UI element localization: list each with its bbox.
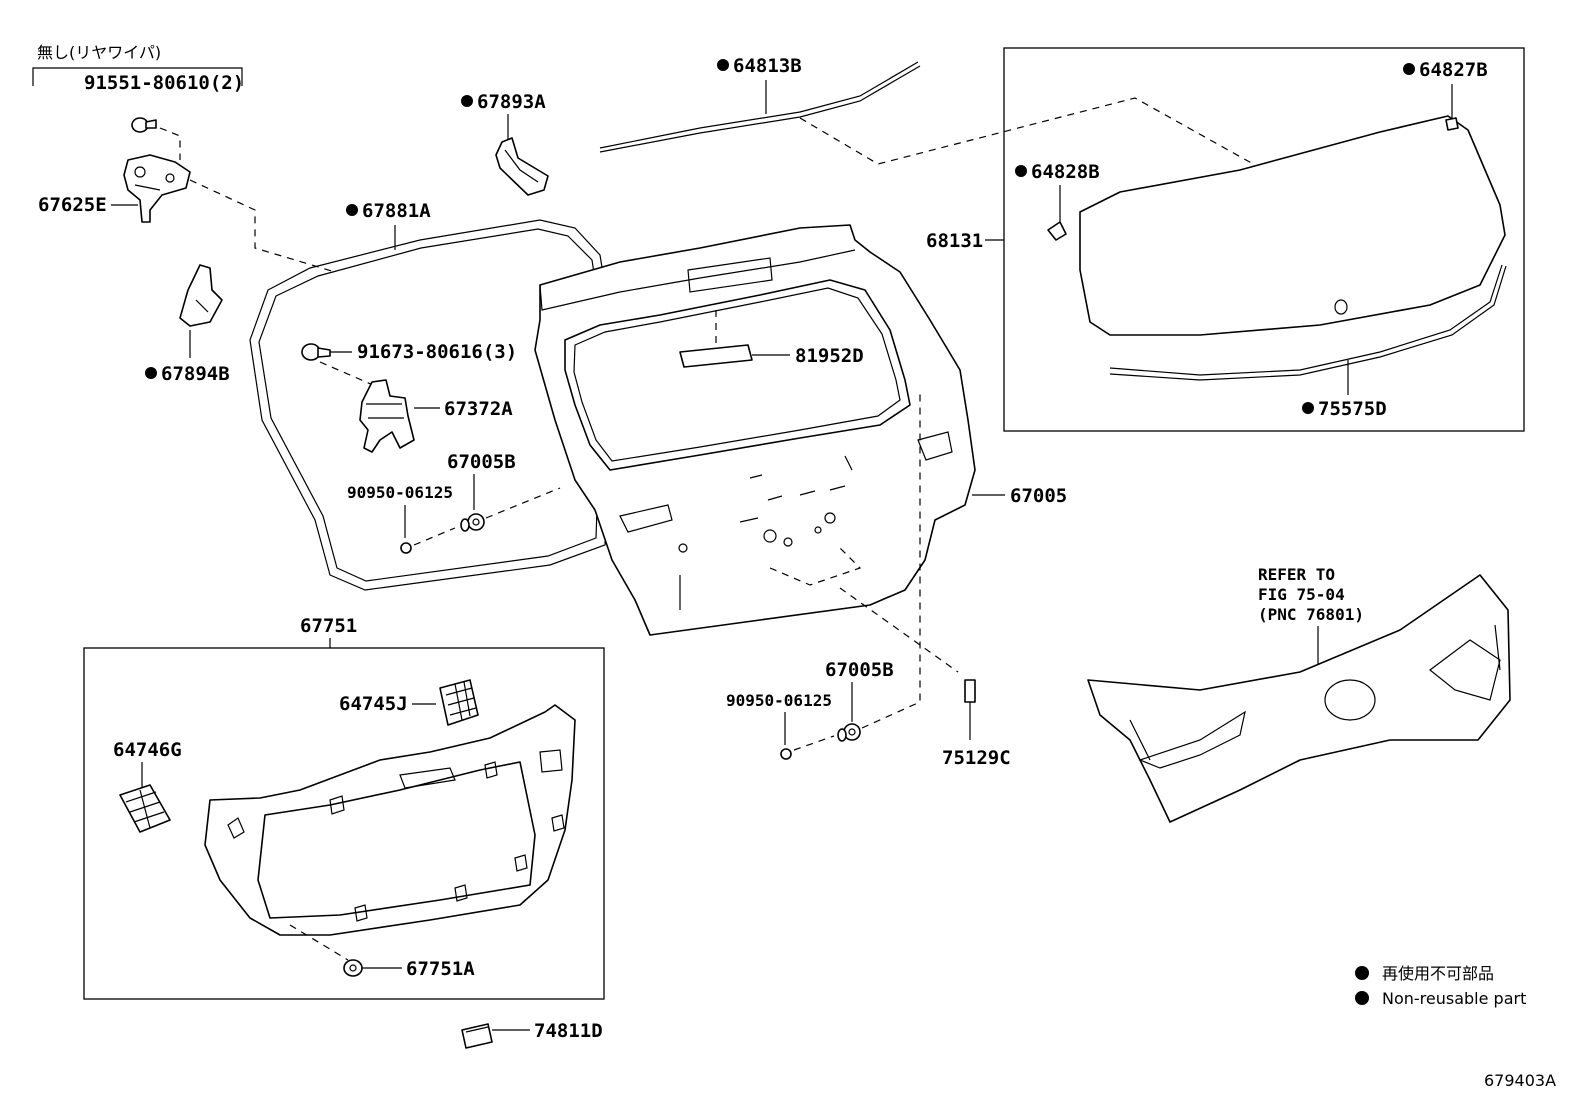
non-reusable-mark-64828B bbox=[1015, 165, 1027, 177]
legend-text-jp: 再使用不可部品 bbox=[1382, 964, 1494, 983]
dash-gate-inner bbox=[769, 547, 862, 586]
cushion-67005B-upper[interactable] bbox=[460, 513, 485, 532]
plug-90950-upper[interactable] bbox=[400, 542, 412, 554]
legend: 再使用不可部品 Non-reusable part bbox=[1355, 964, 1526, 1008]
figure-id: 679403A bbox=[1484, 1071, 1556, 1090]
label-91551-80610[interactable]: 91551-80610(2) bbox=[84, 72, 244, 94]
non-reusable-mark-67881A bbox=[346, 204, 358, 216]
back-glass[interactable] bbox=[1079, 115, 1506, 336]
non-reusable-mark-75575D bbox=[1302, 402, 1314, 414]
label-68131[interactable]: 68131 bbox=[926, 230, 983, 252]
no-rear-wiper-label: 無し(リヤワイパ) bbox=[37, 43, 161, 62]
label-67751[interactable]: 67751 bbox=[300, 615, 357, 637]
bracket-67893A[interactable] bbox=[495, 137, 549, 196]
trim-panel-67751[interactable] bbox=[204, 704, 576, 936]
hinge-67372A[interactable] bbox=[359, 379, 415, 453]
non-reusable-mark-67893A bbox=[461, 95, 473, 107]
refer-line-2: FIG 75-04 bbox=[1258, 585, 1345, 604]
legend-text-en: Non-reusable part bbox=[1382, 989, 1526, 1008]
dam-75575D[interactable] bbox=[1109, 264, 1507, 381]
trim-assembly-box bbox=[83, 647, 605, 1000]
label-67005[interactable]: 67005 bbox=[1010, 485, 1067, 507]
label-64828B[interactable]: 64828B bbox=[1031, 161, 1100, 183]
refer-note: REFER TO FIG 75-04 (PNC 76801) bbox=[1258, 565, 1364, 624]
garnish-76801[interactable] bbox=[1087, 574, 1511, 823]
label-67005B-upper[interactable]: 67005B bbox=[447, 451, 516, 473]
non-reusable-mark-64813B bbox=[717, 59, 729, 71]
dash-bolt-to-hinge bbox=[319, 361, 381, 389]
weatherstrip-67881A[interactable] bbox=[249, 219, 613, 591]
dash-67625E-to-gate bbox=[189, 179, 336, 273]
legend-mark-jp bbox=[1355, 966, 1369, 980]
clip-64828B[interactable] bbox=[1047, 221, 1067, 241]
clip-64827B[interactable] bbox=[1445, 117, 1459, 131]
dash-plug-lower bbox=[793, 735, 835, 751]
back-door-panel-67005[interactable] bbox=[534, 224, 976, 636]
handle-74811D[interactable] bbox=[461, 1023, 493, 1049]
bracket-67894B[interactable] bbox=[179, 264, 223, 327]
cushion-67005B-lower[interactable] bbox=[837, 723, 861, 742]
label-75575D[interactable]: 75575D bbox=[1318, 398, 1387, 420]
moulding-64813B[interactable] bbox=[599, 61, 921, 153]
label-75129C[interactable]: 75129C bbox=[942, 747, 1011, 769]
wiper-motor-67625E[interactable] bbox=[123, 154, 191, 223]
label-81952D[interactable]: 81952D bbox=[795, 345, 864, 367]
label-91673-80616[interactable]: 91673-80616(3) bbox=[357, 341, 517, 363]
clip-67751A[interactable] bbox=[343, 959, 363, 977]
label-64813B[interactable]: 64813B bbox=[733, 55, 802, 77]
label-67751A[interactable]: 67751A bbox=[406, 958, 475, 980]
cover-64745J[interactable] bbox=[439, 679, 479, 726]
dash-moulding-to-glass bbox=[799, 97, 1256, 166]
bolt-91673[interactable] bbox=[301, 343, 331, 361]
lamp-81952D[interactable] bbox=[679, 344, 753, 368]
cover-64746G[interactable] bbox=[119, 784, 171, 833]
refer-line-3: (PNC 76801) bbox=[1258, 605, 1364, 624]
label-74811D[interactable]: 74811D bbox=[534, 1020, 603, 1042]
non-reusable-mark-64827B bbox=[1403, 63, 1415, 75]
legend-mark-en bbox=[1355, 991, 1369, 1005]
label-90950-06125-lower[interactable]: 90950-06125 bbox=[726, 691, 832, 710]
note-bracket bbox=[32, 67, 243, 86]
dash-cushion-to-gate bbox=[485, 487, 561, 519]
label-67894B[interactable]: 67894B bbox=[161, 363, 230, 385]
screw-91551[interactable] bbox=[131, 117, 157, 133]
dash-to-75129C bbox=[839, 587, 959, 673]
label-64746G[interactable]: 64746G bbox=[113, 739, 182, 761]
plug-90950-lower[interactable] bbox=[780, 748, 792, 760]
refer-line-1: REFER TO bbox=[1258, 565, 1335, 584]
label-90950-06125-upper[interactable]: 90950-06125 bbox=[347, 483, 453, 502]
label-67893A[interactable]: 67893A bbox=[477, 91, 546, 113]
dash-plug-upper bbox=[413, 527, 456, 546]
stopper-75129C[interactable] bbox=[964, 679, 976, 703]
label-64827B[interactable]: 64827B bbox=[1419, 59, 1488, 81]
label-67005B-lower[interactable]: 67005B bbox=[825, 659, 894, 681]
label-64745J[interactable]: 64745J bbox=[339, 693, 408, 715]
dash-clip-67751A bbox=[289, 924, 349, 961]
no-rear-wiper-note: 無し(リヤワイパ) 91551-80610(2) bbox=[32, 43, 244, 94]
label-67372A[interactable]: 67372A bbox=[444, 398, 513, 420]
leader-screw-91551 bbox=[159, 127, 181, 160]
label-67625E[interactable]: 67625E bbox=[38, 194, 107, 216]
label-67881A[interactable]: 67881A bbox=[362, 200, 431, 222]
non-reusable-mark-67894B bbox=[145, 367, 157, 379]
